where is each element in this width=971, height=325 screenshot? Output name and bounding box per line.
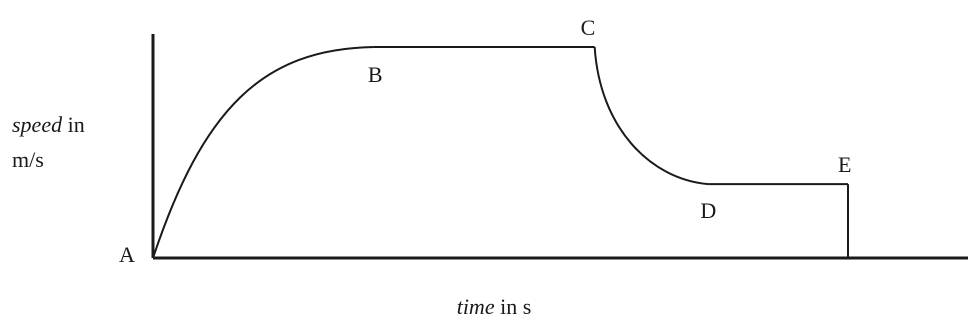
curve-segment-c-d [593,46,709,186]
y-axis-label-quantity: speed [12,112,63,137]
curve-segment-a-b [152,46,374,259]
point-label-b: B [368,62,383,87]
point-label-c: C [581,15,596,40]
x-axis-label: time in s [457,294,532,319]
point-label-a: A [119,242,135,267]
y-axis-label-line1: speed in [12,112,85,137]
y-axis-label-in: in [62,112,85,137]
point-label-e: E [838,152,851,177]
y-axis-label-unit: m/s [12,147,44,172]
x-axis-label-unit: in s [495,294,532,319]
x-axis-label-quantity: time [457,294,495,319]
point-label-d: D [700,198,716,223]
